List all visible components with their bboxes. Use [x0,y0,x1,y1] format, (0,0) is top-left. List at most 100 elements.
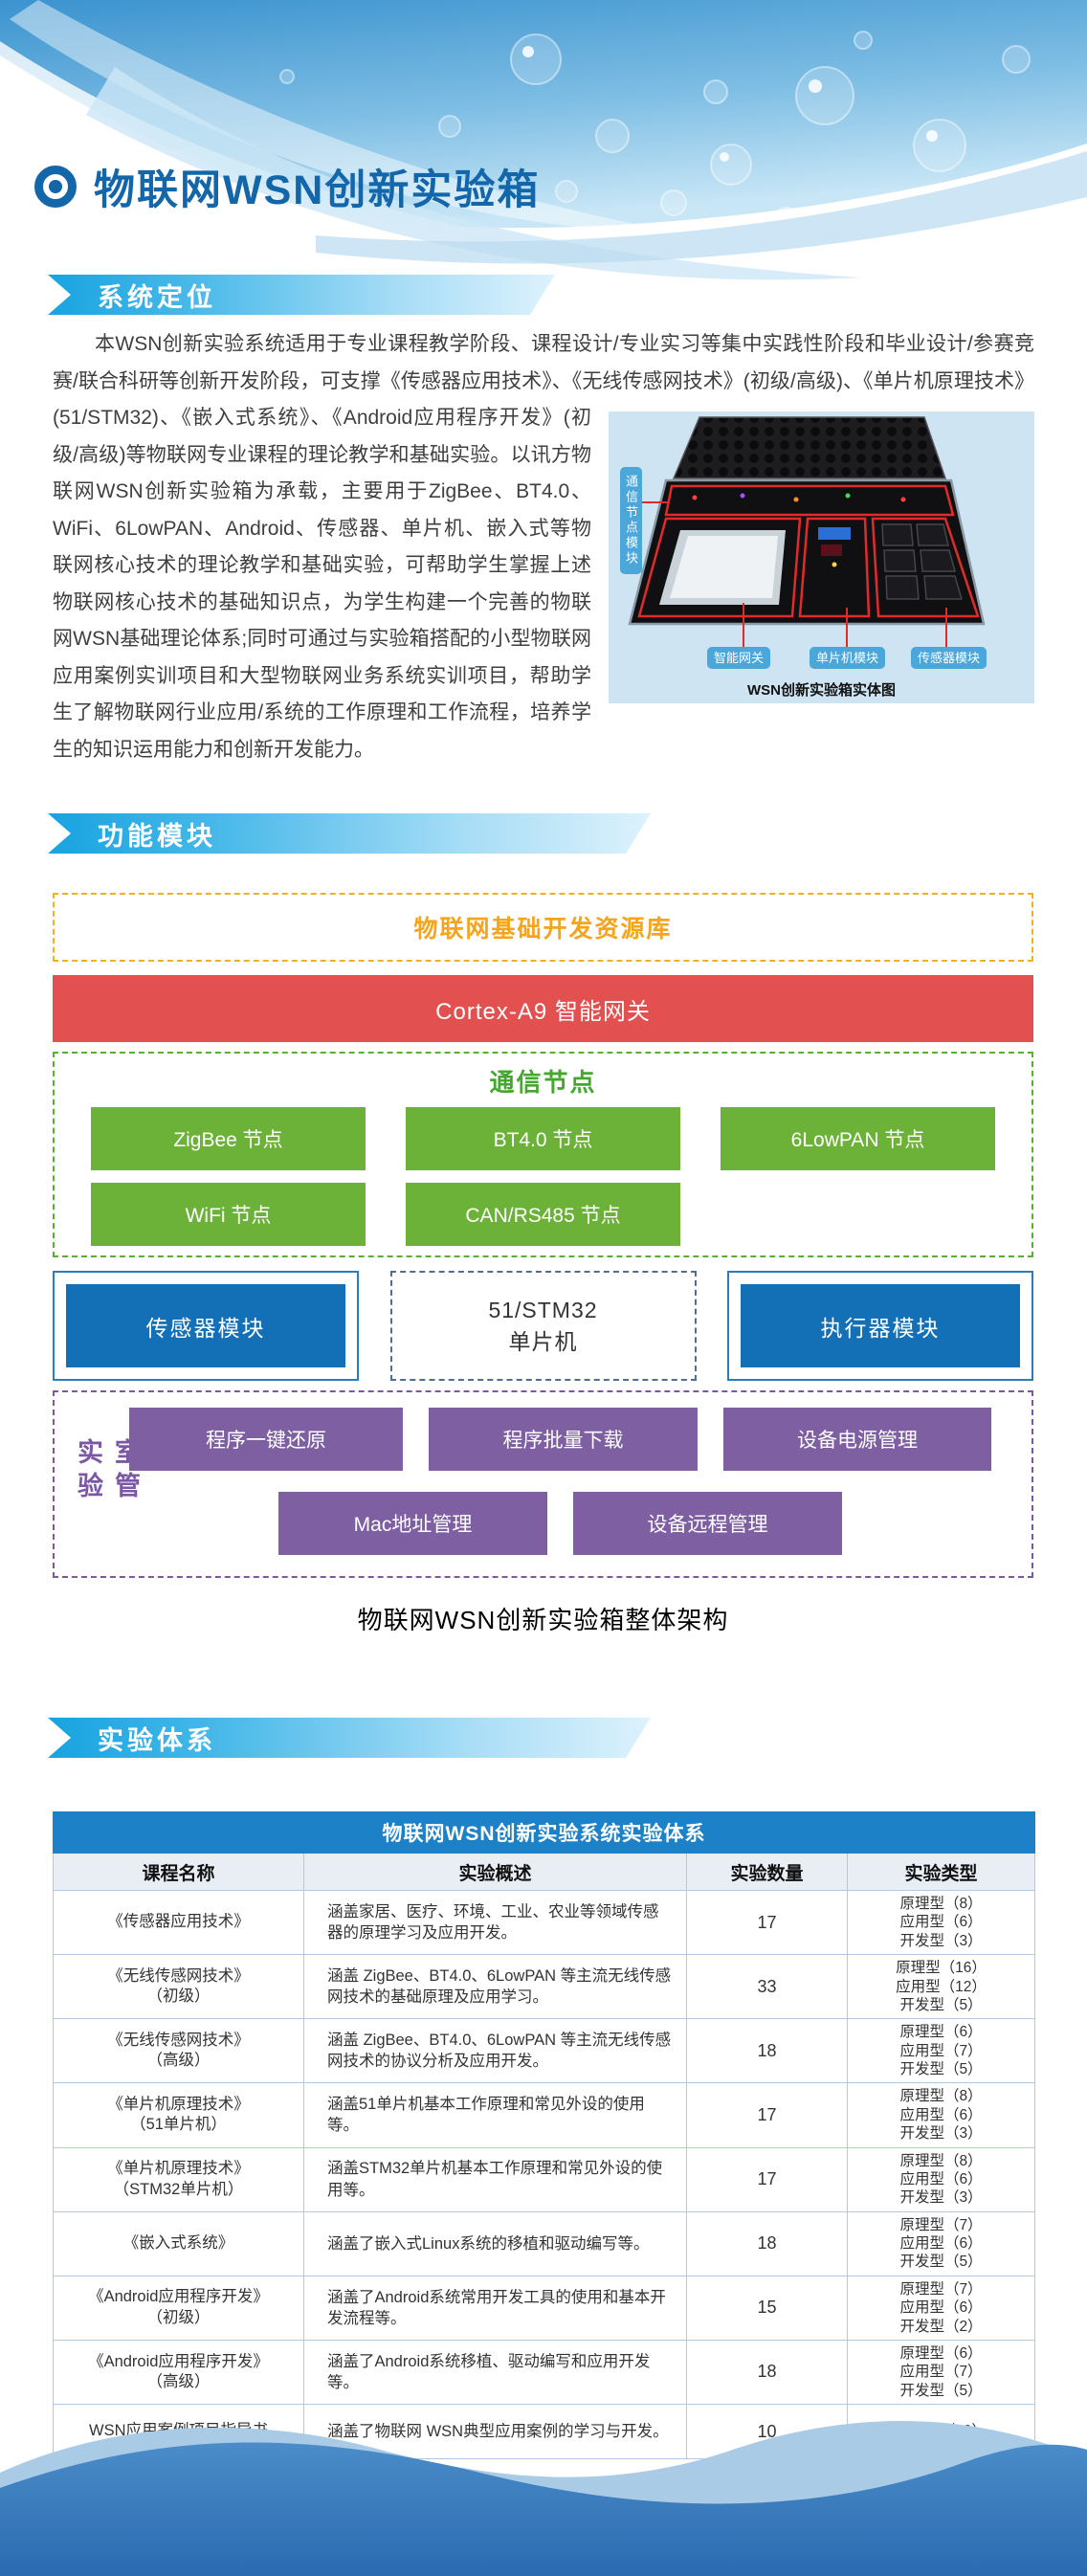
course-types-cell: 原理型（7） 应用型（6） 开发型（2） [847,2275,1035,2341]
table-row: 《无线传感网技术》 （高级） 涵盖 ZigBee、BT4.0、6LowPAN 等… [53,2018,1035,2084]
experiment-table: 物联网WSN创新实验系统实验体系 课程名称 实验概述 实验数量 实验类型 《传感… [53,1811,1035,2459]
positioning-paragraph: 本WSN创新实验系统适用于专业课程教学阶段、课程设计/专业实习等集中实践性阶段和… [53,326,1034,768]
course-name-cell: 《无线传感网技术》 （高级） [53,2018,304,2084]
bullseye-icon [34,166,77,208]
course-types-cell: 原理型（8） 应用型（6） 开发型（3） [847,2146,1035,2212]
photo-callout-line [743,603,744,649]
photo-label-comm-nodes: 通信节点模块 [620,467,642,574]
node-wifi: WiFi 节点 [91,1183,366,1246]
course-count-cell: 18 [686,2210,848,2276]
section-header-experiments: 实验体系 [38,1711,808,1765]
course-types-cell: 原理型（8） 应用型（6） 开发型（3） [847,2082,1035,2148]
section-band: 实验体系 [38,1718,651,1758]
comm-nodes-group: 通信节点 ZigBee 节点 BT4.0 节点 6LowPAN 节点 WiFi … [53,1052,1033,1257]
course-count-cell: 17 [686,2082,848,2148]
node-can-rs485: CAN/RS485 节点 [406,1183,680,1246]
chevron-right-icon [775,1712,808,1764]
lab-btn-batch-download: 程序批量下载 [429,1408,698,1471]
chevron-right-icon [657,808,690,859]
middle-module-row: 传感器模块 51/STM32 单片机 执行器模块 [53,1271,1033,1381]
lab-btn-mac: Mac地址管理 [278,1492,547,1555]
course-name-cell: 《单片机原理技术》 （STM32单片机） [53,2146,304,2212]
course-desc-cell: 涵盖STM32单片机基本工作原理和常见外设的使用等。 [303,2146,687,2212]
experiment-box-photo [628,416,986,626]
architecture-diagram: 物联网基础开发资源库 Cortex-A9 智能网关 通信节点 ZigBee 节点… [53,893,1033,1636]
chevron-right-icon [736,1712,768,1764]
mcu-box: 51/STM32 单片机 [389,1271,697,1381]
page-title-row: 物联网WSN创新实验箱 [34,157,540,216]
photo-label-gateway: 智能网关 [707,647,771,669]
table-row: 《单片机原理技术》 （51单片机） 涵盖51单片机基本工作原理和常见外设的使用等… [53,2082,1035,2148]
sensor-module-box: 传感器模块 [53,1271,359,1381]
table-row: 《Android应用程序开发》 （初级） 涵盖了Android系统常用开发工具的… [53,2275,1035,2341]
gateway-box: Cortex-A9 智能网关 [53,975,1033,1042]
chevron-right-icon [775,808,808,859]
course-name-cell: 《Android应用程序开发》 （初级） [53,2275,304,2341]
photo-label-mcu: 单片机模块 [810,647,886,669]
section-band: 系统定位 [38,275,555,315]
course-count-cell: 18 [686,2018,848,2084]
mcu-line1: 51/STM32 [488,1298,598,1323]
section-label: 系统定位 [98,282,216,312]
table-row: 《单片机原理技术》 （STM32单片机） 涵盖STM32单片机基本工作原理和常见… [53,2146,1035,2212]
header-water-decoration [0,0,1087,283]
course-name-cell: 《传感器应用技术》 [53,1889,304,1956]
chevron-right-icon [697,1712,729,1764]
photo-callout-line [641,501,670,503]
course-count-cell: 15 [686,2275,848,2341]
course-desc-cell: 涵盖51单片机基本工作原理和常见外设的使用等。 [303,2082,687,2148]
architecture-caption: 物联网WSN创新实验箱整体架构 [357,1606,729,1634]
node-bt40: BT4.0 节点 [406,1107,680,1170]
lab-btn-remote: 设备远程管理 [573,1492,842,1555]
lab-btn-power: 设备电源管理 [723,1408,991,1471]
section-band: 功能模块 [38,813,651,854]
table-row: 《嵌入式系统》 涵盖了嵌入式Linux系统的移植和驱动编写等。 18 原理型（7… [53,2210,1035,2276]
chevron-right-icon [697,808,729,859]
col-header-count: 实验数量 [686,1853,848,1891]
course-desc-cell: 涵盖家居、医疗、环境、工业、农业等领域传感器的原理学习及应用开发。 [303,1889,687,1956]
col-header-course: 课程名称 [53,1853,304,1891]
course-desc-cell: 涵盖了物联网 WSN典型应用案例的学习与开发。 [303,2404,687,2459]
section-header-modules: 功能模块 [38,807,808,860]
table-row: 《Android应用程序开发》 （高级） 涵盖了Android系统移植、驱动编写… [53,2339,1035,2406]
sensor-module-label: 传感器模块 [66,1284,345,1367]
course-count-cell: 17 [686,2146,848,2212]
node-zigbee: ZigBee 节点 [91,1107,366,1170]
comm-nodes-title: 通信节点 [489,1068,597,1097]
photo-callout-line [945,608,947,649]
table-row: 《传感器应用技术》 涵盖家居、医疗、环境、工业、农业等领域传感器的原理学习及应用… [53,1889,1035,1956]
course-desc-cell: 涵盖 ZigBee、BT4.0、6LowPAN 等主流无线传感网技术的协议分析及… [303,2018,687,2084]
chevron-right-icon [736,808,768,859]
course-types-cell: 原理型（16） 应用型（12） 开发型（5） [847,1954,1035,2020]
col-header-type: 实验类型 [847,1853,1035,1891]
course-name-cell: 《嵌入式系统》 [53,2210,304,2276]
course-types-cell: 原理型（6） 应用型（7） 开发型（5） [847,2018,1035,2084]
actuator-module-label: 执行器模块 [741,1284,1020,1367]
photo-callout-line [846,608,848,649]
course-types-cell: 原理型（6） 应用型（7） 开发型（5） [847,2339,1035,2406]
section-header-positioning: 系统定位 [38,268,555,322]
lab-management-group: 实验室管理 程序一键还原 程序批量下载 设备电源管理 Mac地址管理 设备远程管… [53,1390,1033,1578]
table-title: 物联网WSN创新实验系统实验体系 [53,1811,1035,1854]
course-name-cell: 《单片机原理技术》 （51单片机） [53,2082,304,2148]
experiment-box-photo-panel: 通信节点模块 智能网关 单片机模块 传感器模块 WSN创新实验箱实体图 [609,411,1034,703]
experiment-table-body: 《传感器应用技术》 涵盖家居、医疗、环境、工业、农业等领域传感器的原理学习及应用… [53,1889,1035,2459]
course-types-cell: 原理型（8） 应用型（6） 开发型（3） [847,1889,1035,1956]
mcu-line2: 单片机 [508,1328,578,1354]
table-row: 《无线传感网技术》 （初级） 涵盖 ZigBee、BT4.0、6LowPAN 等… [53,1954,1035,2020]
course-desc-cell: 涵盖了Android系统移植、驱动编写和应用开发等。 [303,2339,687,2406]
course-count-cell: 18 [686,2339,848,2406]
course-count-cell: 17 [686,1889,848,1956]
resource-library-box: 物联网基础开发资源库 [53,893,1033,962]
paragraph-intro-text: 本WSN创新实验系统适用于专业课程教学阶段、课程设计/专业实习等集中实践性阶段和… [53,333,1034,429]
course-name-cell: 《无线传感网技术》 （初级） [53,1954,304,2020]
photo-caption: WSN创新实验箱实体图 [747,682,896,699]
course-types-cell: 原理型（7） 应用型（6） 开发型（5） [847,2210,1035,2276]
col-header-overview: 实验概述 [303,1853,687,1891]
chevron-right-icon [657,1712,690,1764]
course-desc-cell: 涵盖了嵌入式Linux系统的移植和驱动编写等。 [303,2210,687,2276]
course-desc-cell: 涵盖了Android系统常用开发工具的使用和基本开发流程等。 [303,2275,687,2341]
course-name-cell: 《Android应用程序开发》 （高级） [53,2339,304,2406]
actuator-module-box: 执行器模块 [727,1271,1033,1381]
